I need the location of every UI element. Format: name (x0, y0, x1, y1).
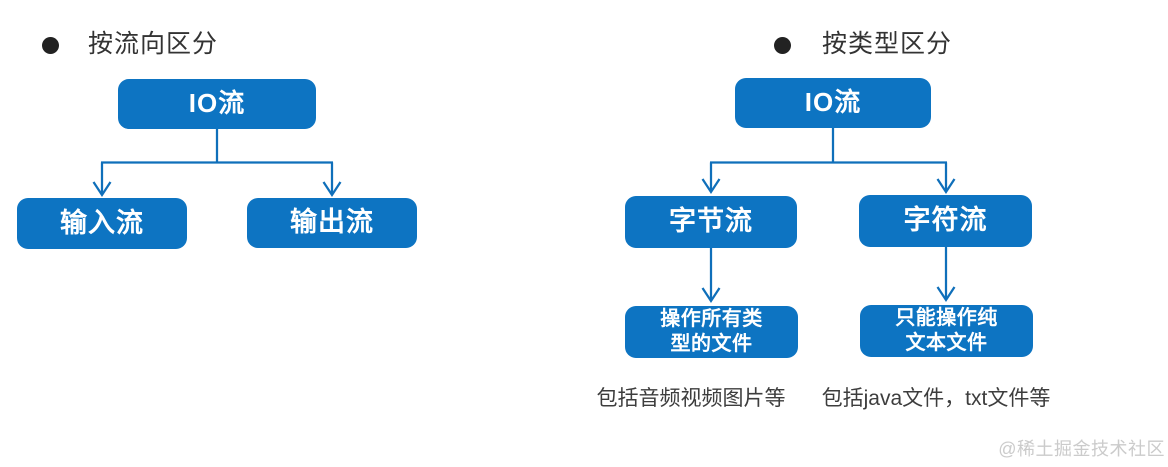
caption-char-stream: 包括java文件，txt文件等 (821, 387, 1051, 410)
node-label-line: 操作所有类 (660, 308, 763, 330)
watermark: @稀土掘金技术社区 (998, 439, 1165, 459)
connector-right-tree (709, 128, 948, 192)
node-io-stream-right: IO流 (735, 78, 931, 128)
caption-byte-stream: 包括音频视频图片等 (596, 387, 786, 410)
node-label-line: 文本文件 (905, 332, 988, 354)
node-input-stream: 输入流 (17, 198, 187, 249)
node-char-stream-files: 只能操作纯 文本文件 (860, 305, 1033, 357)
node-byte-stream-files: 操作所有类 型的文件 (625, 306, 798, 358)
node-io-stream-left: IO流 (118, 79, 316, 129)
connector-left-tree (100, 129, 334, 195)
node-output-stream: 输出流 (247, 198, 417, 248)
node-char-stream: 字符流 (859, 195, 1032, 247)
bullet-icon (42, 37, 59, 54)
node-byte-stream: 字节流 (625, 196, 797, 248)
left-diagram-heading: 按流向区分 (88, 30, 219, 58)
arrowhead-right-byte (701, 178, 721, 195)
node-label-line: 只能操作纯 (895, 307, 998, 329)
arrowhead-right-char (936, 178, 956, 195)
bullet-icon (774, 37, 791, 54)
arrowhead-byte-file (701, 287, 721, 304)
node-label-line: 型的文件 (670, 333, 753, 355)
arrowhead-char-file (936, 286, 956, 303)
right-diagram-heading: 按类型区分 (822, 30, 953, 58)
arrowhead-left-input (92, 181, 112, 198)
arrowhead-left-output (322, 181, 342, 198)
